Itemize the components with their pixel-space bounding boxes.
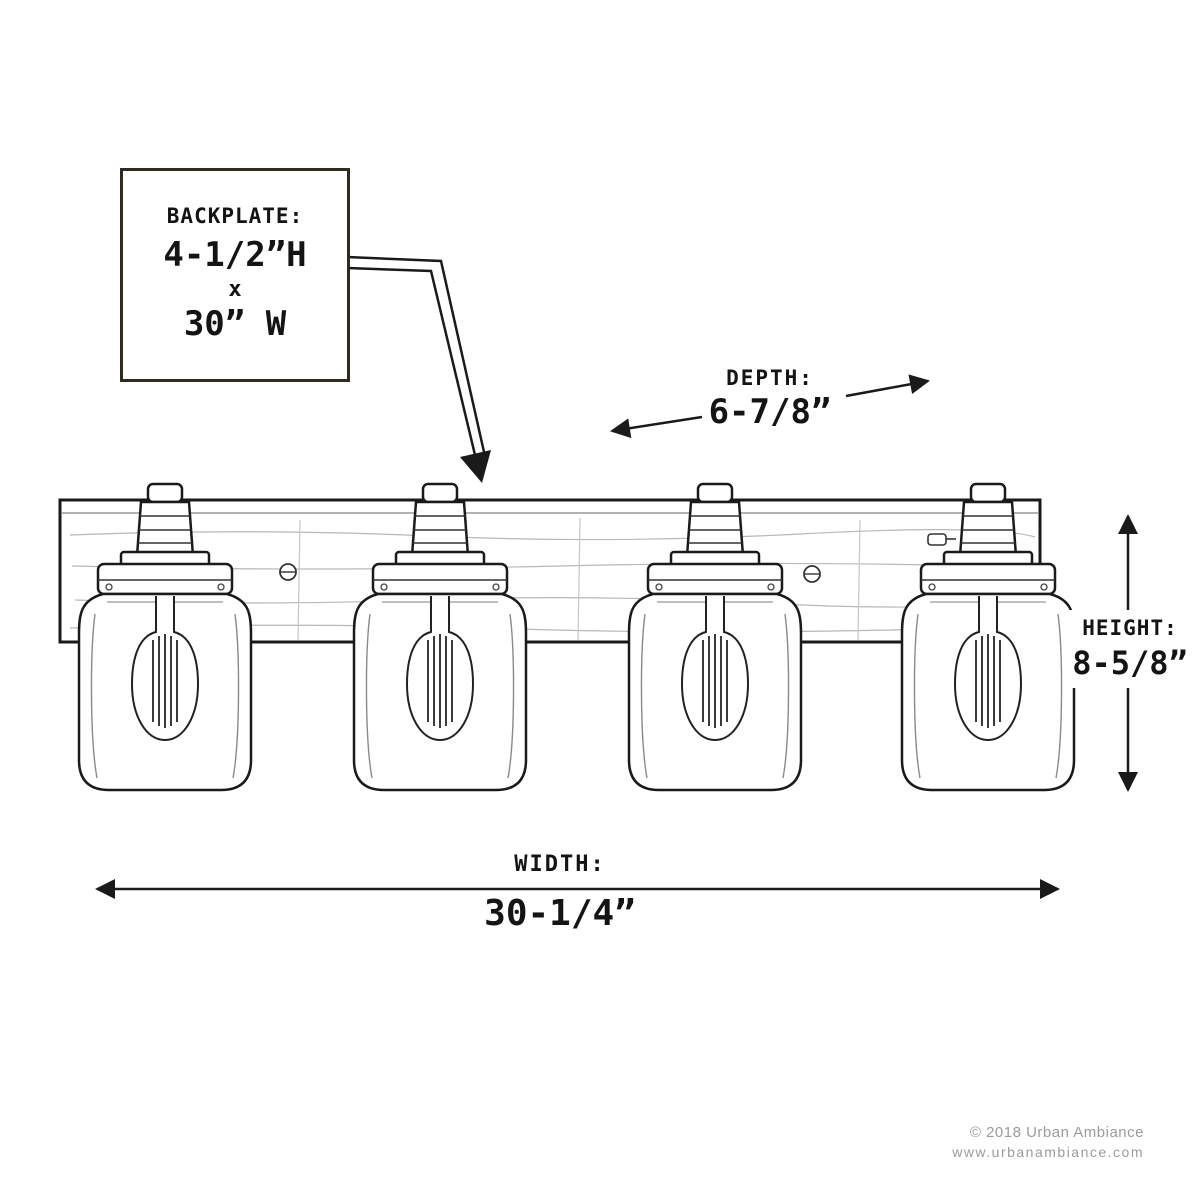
footer-branding: © 2018 Urban Ambiance www.urbanambiance.…: [952, 1124, 1144, 1160]
backplate-callout-title: BACKPLATE:: [166, 204, 304, 229]
depth-arrow: [610, 374, 930, 439]
callout-arrow: [346, 255, 491, 483]
backplate-separator: x: [228, 276, 242, 302]
copyright-text: © 2018 Urban Ambiance: [969, 1124, 1144, 1141]
depth-label: DEPTH:: [726, 366, 814, 390]
website-text: www.urbanambiance.com: [952, 1144, 1144, 1160]
height-dimension: HEIGHT: 8-5/8”: [1066, 610, 1194, 688]
height-value: 8-5/8”: [1072, 644, 1188, 682]
depth-value: 6-7/8”: [708, 392, 832, 432]
depth-dimension: DEPTH: 6-7/8”: [640, 366, 900, 432]
backplate-callout-box: BACKPLATE: 4-1/2”H x 30” W: [120, 168, 350, 382]
width-label: WIDTH:: [514, 852, 606, 877]
backplate-height-value: 4-1/2”H: [163, 235, 307, 276]
width-dimension: WIDTH: 30-1/4”: [430, 852, 690, 934]
backplate-width-value: 30” W: [183, 304, 287, 345]
height-label: HEIGHT:: [1082, 616, 1178, 640]
width-value: 30-1/4”: [484, 893, 636, 934]
mounting-screws: [279, 533, 956, 583]
